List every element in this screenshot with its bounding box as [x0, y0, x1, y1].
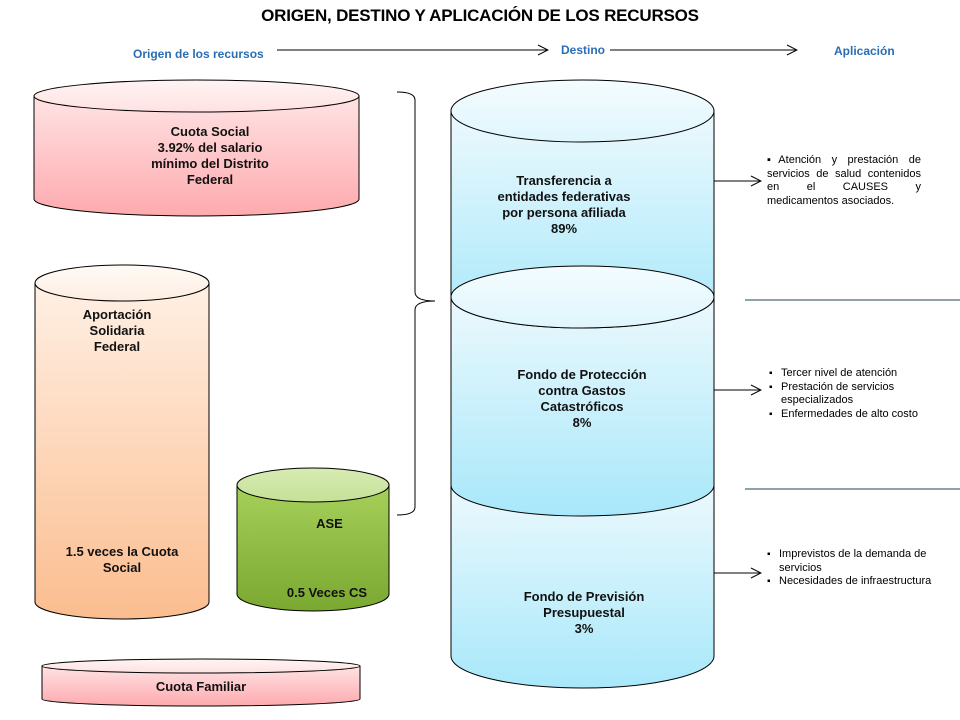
- destino-proteccion-line1: Fondo de Protección: [517, 367, 647, 382]
- destino-cylinder-proteccion-top: [450, 265, 715, 329]
- destino-prevision-line1: Fondo de Previsión: [523, 589, 645, 604]
- aportacion-amount-line2: Social: [102, 560, 142, 575]
- destino-transferencia-label: Transferencia a entidades federativas po…: [451, 173, 677, 237]
- cuota-social-label: Cuota Social 3.92% del salario mínimo de…: [110, 124, 310, 188]
- application-2-item: Prestación de servicios especializados: [769, 381, 949, 408]
- cuota-familiar-label: Cuota Familiar: [155, 679, 247, 694]
- destino-prevision-line2: Presupuestal: [543, 605, 625, 620]
- ase-name: ASE: [316, 516, 343, 531]
- page-title: ORIGEN, DESTINO Y APLICACIÓN DE LOS RECU…: [261, 6, 699, 25]
- destino-transferencia-percent: 89%: [550, 221, 578, 236]
- destino-cylinder-proteccion: [450, 296, 715, 517]
- destino-proteccion-label: Fondo de Protección contra Gastos Catast…: [460, 367, 704, 431]
- ase-amount: 0.5 Veces CS: [286, 585, 368, 600]
- application-2-list: Tercer nivel de atención Prestación de s…: [769, 367, 949, 421]
- application-3-item: Imprevistos de la demanda de servicios: [767, 548, 937, 575]
- cuota-social-cylinder: [33, 79, 360, 217]
- aportacion-name: Aportación Solidaria Federal: [35, 307, 199, 355]
- application-3-list: Imprevistos de la demanda de servicios N…: [767, 548, 937, 589]
- destino-proteccion-line3: Catastróficos: [540, 399, 624, 414]
- cuota-social-rate: 3.92% del salario: [157, 140, 263, 155]
- stage-application-label: Aplicación: [834, 44, 895, 58]
- cuota-social-line3: mínimo del Distrito: [151, 156, 269, 171]
- destino-cylinder-prevision: [450, 484, 715, 689]
- stage-origin-label: Origen de los recursos: [133, 47, 264, 61]
- aportacion-name-line2: Solidaria: [89, 323, 145, 338]
- application-3-item: Necesidades de infraestructura: [767, 575, 937, 589]
- destino-proteccion-percent: 8%: [572, 415, 592, 430]
- aportacion-amount: 1.5 veces la Cuota Social: [35, 544, 209, 576]
- destino-prevision-percent: 3%: [574, 621, 594, 636]
- cuota-social-line4: Federal: [186, 172, 234, 187]
- stage-destination-label: Destino: [561, 43, 606, 57]
- aportacion-name-line3: Federal: [93, 339, 141, 354]
- destino-proteccion-line2: contra Gastos: [538, 383, 626, 398]
- destino-prevision-label: Fondo de Previsión Presupuestal 3%: [478, 589, 690, 637]
- aportacion-solidaria-cylinder: [34, 264, 210, 620]
- aportacion-amount-line1: 1.5 veces la Cuota: [65, 544, 179, 559]
- destino-transferencia-line2: entidades federativas: [497, 189, 631, 204]
- destino-transferencia-line1: Transferencia a: [516, 173, 612, 188]
- application-1-text: ▪Atención y prestación de servicios de s…: [767, 154, 921, 207]
- ase-cylinder: [236, 467, 390, 612]
- cuota-social-name: Cuota Social: [170, 124, 250, 139]
- grouping-brace: [396, 91, 436, 516]
- application-2-item: Tercer nivel de atención: [769, 367, 949, 381]
- destino-transferencia-line3: por persona afiliada: [502, 205, 626, 220]
- cuota-familiar-cylinder: [41, 658, 361, 707]
- aportacion-name-line1: Aportación: [82, 307, 152, 322]
- application-2-item: Enfermedades de alto costo: [769, 408, 949, 422]
